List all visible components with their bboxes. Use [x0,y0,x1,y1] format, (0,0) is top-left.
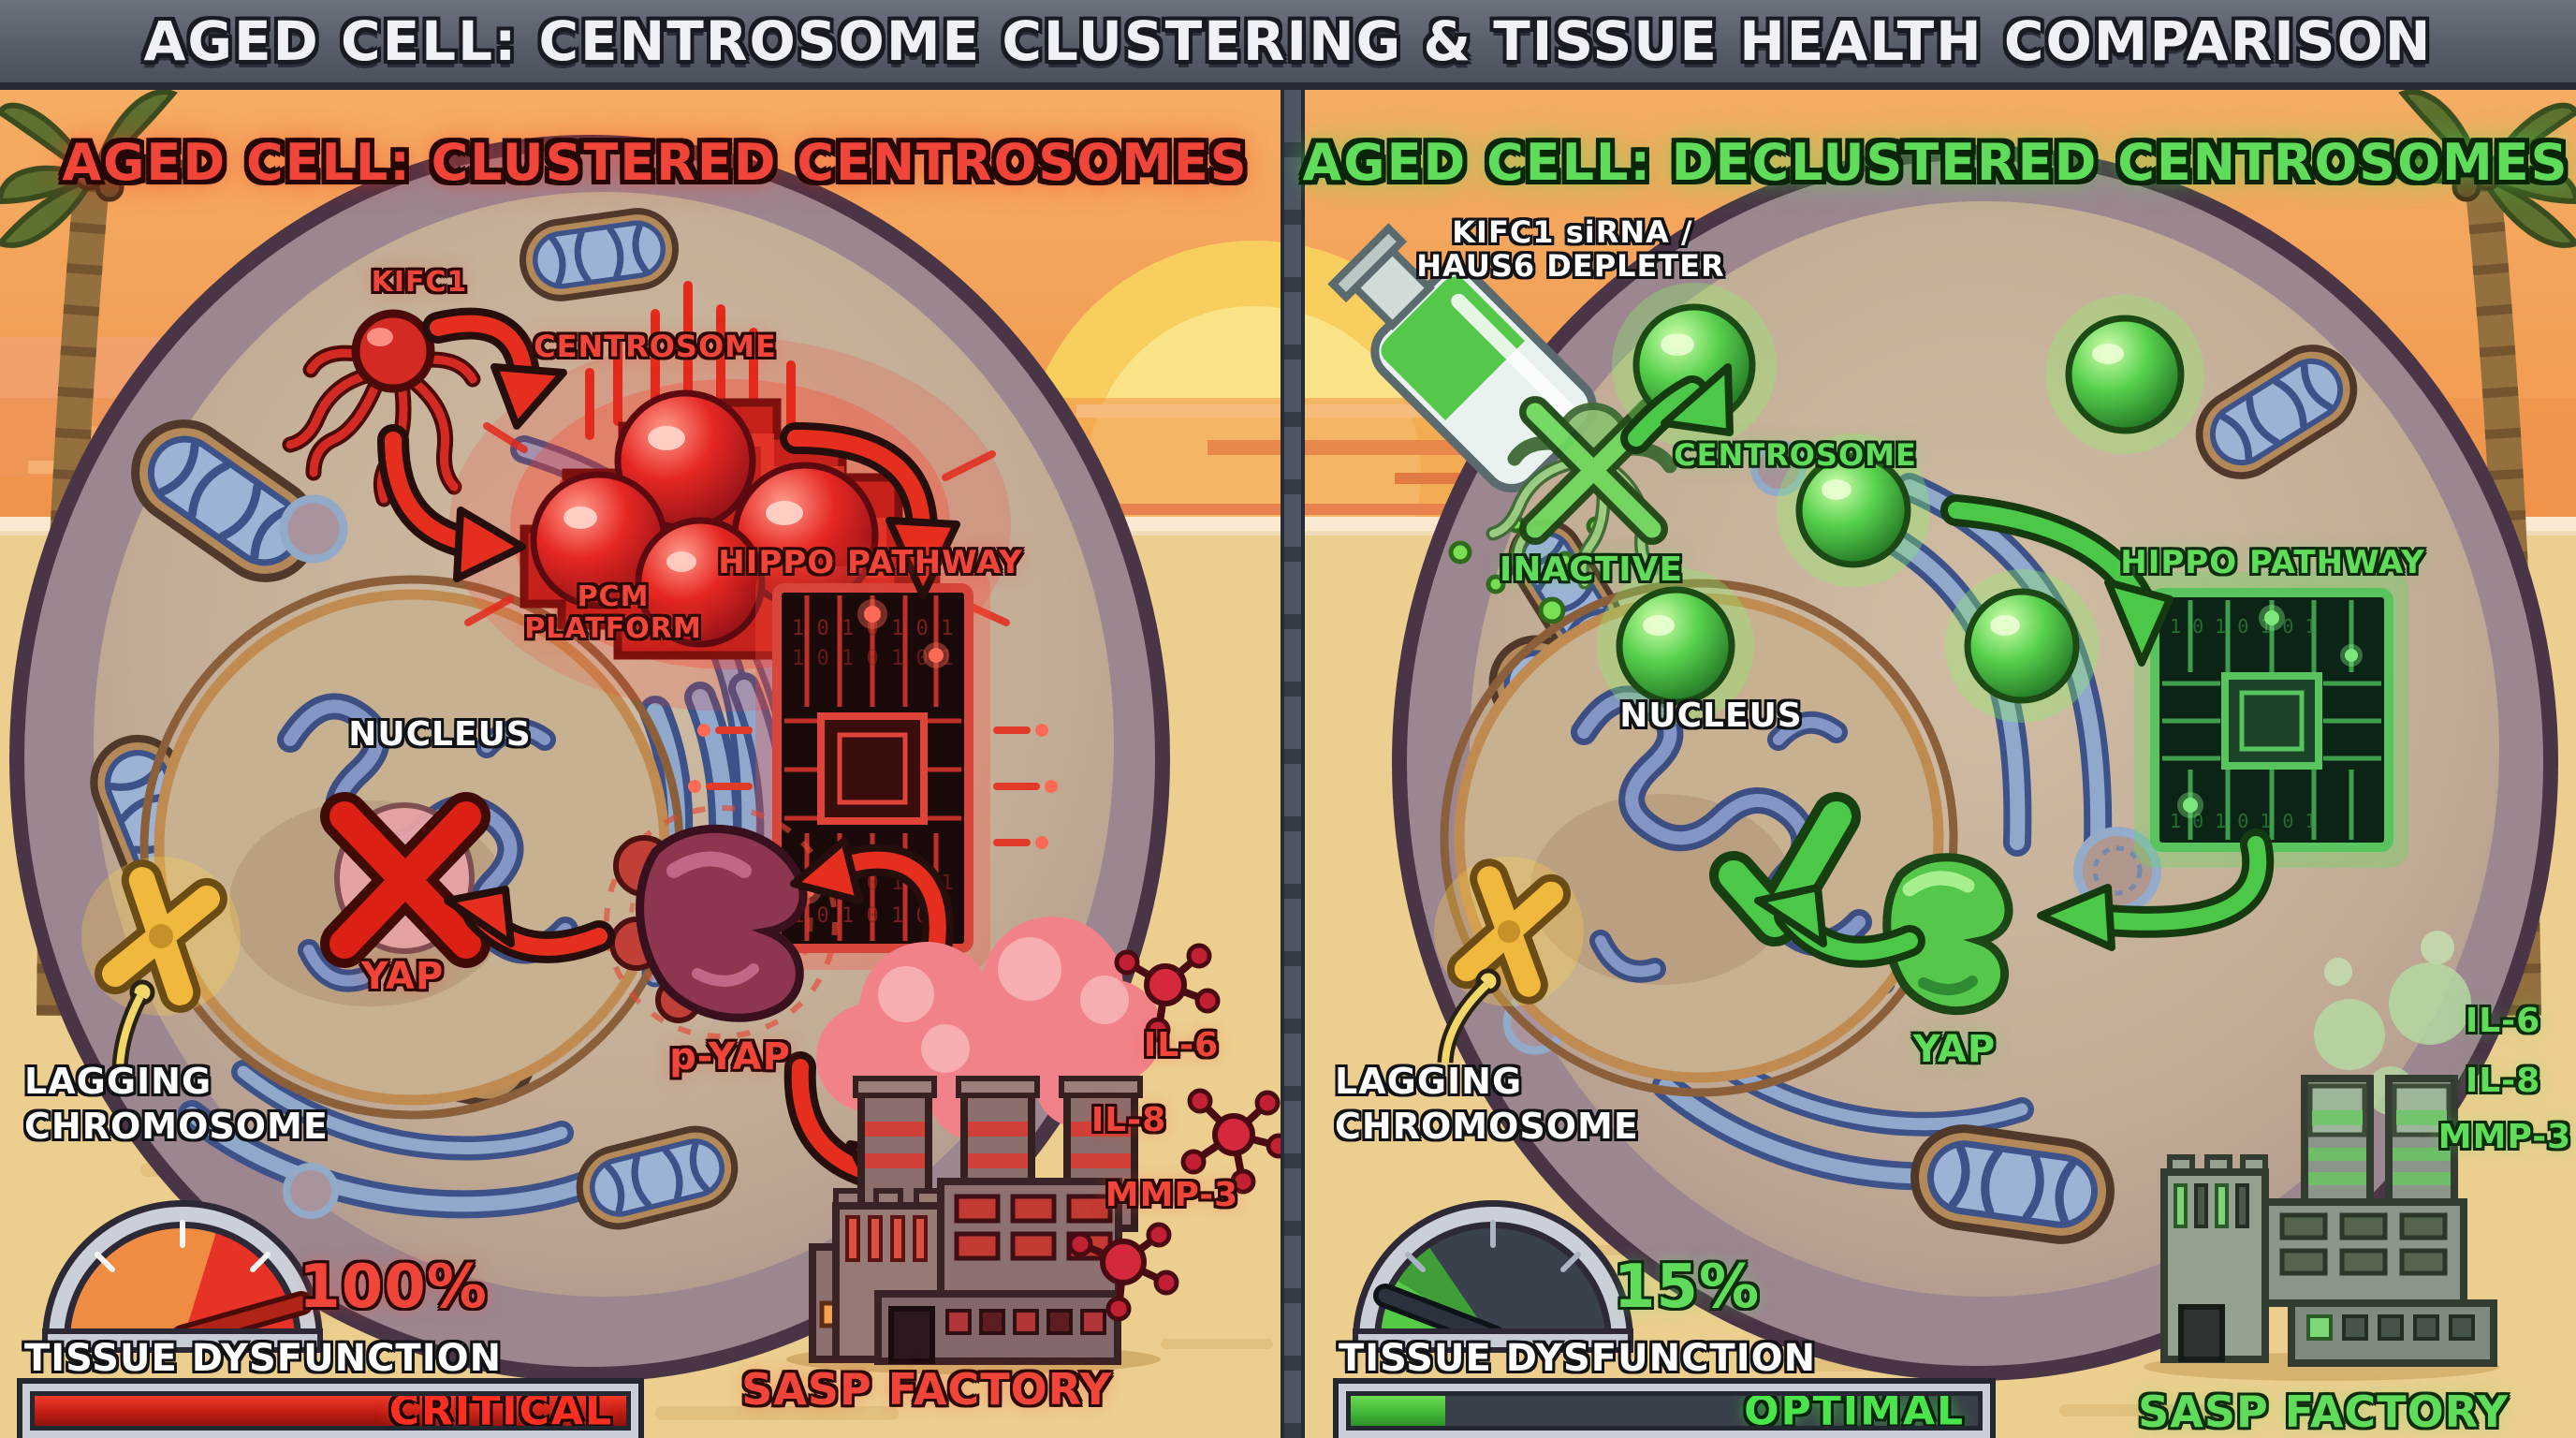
energy-spikes [585,281,796,445]
centrosome-label-right: CENTROSOME [1674,437,1917,473]
p-yap-icon [604,805,838,1039]
sasp-factory-label-right: SASP FACTORY [2138,1387,2509,1437]
panel-divider [1281,90,1305,1438]
checkmark-icon [1709,792,1861,946]
gauge-label-left: TISSUE DYSFUNCTION [24,1337,503,1380]
hippo-pathway-label-left: HIPPO PATHWAY [718,544,1023,581]
status-badge-right: OPTIMAL [1744,1396,1965,1426]
lagging-chromosome-label-left-line2: CHROMOSOME [24,1106,329,1147]
title-banner: AGED CELL: CENTROSOME CLUSTERING & TISSU… [0,0,2576,90]
pcm-platform-label-line2: PLATFORM [524,612,702,645]
mmp3-label-left: MMP-3 [1105,1176,1239,1214]
page-title: AGED CELL: CENTROSOME CLUSTERING & TISSU… [143,9,2433,73]
binary-texture: 1 0 1 0 1 0 1 [792,647,953,670]
yap-label-right: YAP [1912,1028,1997,1071]
dysfunction-bar-left: CRITICAL [22,1384,638,1438]
status-badge-left: CRITICAL [388,1396,613,1426]
bar-fill-right [1351,1396,1445,1426]
dysfunction-percent-right: 15% [1613,1253,1761,1322]
bar-fill-left [35,1396,626,1426]
left-panel-heading: AGED CELL: CLUSTERED CENTROSOMES [62,133,1249,192]
dysfunction-percent-left: 100% [299,1253,488,1322]
il6-label-right: IL-6 [2465,1002,2541,1040]
lagging-chromosome-label-right-line2: CHROMOSOME [1335,1106,1639,1147]
dysfunction-gauge-right [1353,1200,1633,1353]
dysfunction-bar-right: OPTIMAL [1339,1384,1990,1438]
yap-active-icon [1882,853,2013,1016]
inactive-label: INACTIVE [1499,550,1684,589]
dysfunction-gauge-left [42,1200,323,1353]
sasp-factory-label-left: SASP FACTORY [741,1364,1112,1415]
il8-label-right: IL-8 [2465,1062,2541,1100]
il6-label-left: IL-6 [1143,1026,1220,1064]
lagging-chromosome-icon-left [81,857,241,1068]
right-cell [1392,145,2558,1381]
gauge-label-right: TISSUE DYSFUNCTION [1339,1337,1817,1380]
yap-blocked-icon [320,792,490,968]
green-arrows [1620,363,2275,968]
binary-texture: 1 0 1 0 1 0 1 [2170,615,2317,638]
lagging-chromosome-label-left-line1: LAGGING [24,1061,212,1102]
hippo-pathway-chip-right: 1 0 1 0 1 0 1 1 0 1 0 1 0 1 [2134,572,2409,868]
hippo-pathway-label-right: HIPPO PATHWAY [2120,544,2425,581]
nucleus-label-right: NUCLEUS [1619,697,1803,735]
red-x-icon [329,801,481,959]
centrosome-label-left: CENTROSOME [534,329,777,364]
kifc1-label: KIFC1 [371,266,468,299]
treatment-label-line1: KIFC1 siRNA / [1452,214,1693,250]
nucleus-label-left: NUCLEUS [348,715,532,754]
cytokine-molecules-left [1067,943,1292,1322]
kifc1-icon [282,309,481,507]
binary-texture: 1 0 1 0 1 0 1 [2170,810,2317,832]
sasp-factory-right [2144,931,2499,1381]
red-arrows [377,307,960,1216]
il8-label-left: IL-8 [1090,1101,1167,1139]
lagging-chromosome-icon-right [1434,857,1584,1064]
treatment-label-line2: HAUS6 DEPLETER [1416,248,1725,284]
right-panel-heading: AGED CELL: DECLUSTERED CENTROSOMES [1302,133,2569,192]
p-yap-label: p-YAP [669,1035,791,1078]
lagging-chromosome-label-right-line1: LAGGING [1335,1061,1523,1102]
mmp3-label-right: MMP-3 [2437,1118,2572,1156]
pcm-platform-label-line1: PCM [577,580,650,613]
yap-label-left: YAP [360,955,445,998]
